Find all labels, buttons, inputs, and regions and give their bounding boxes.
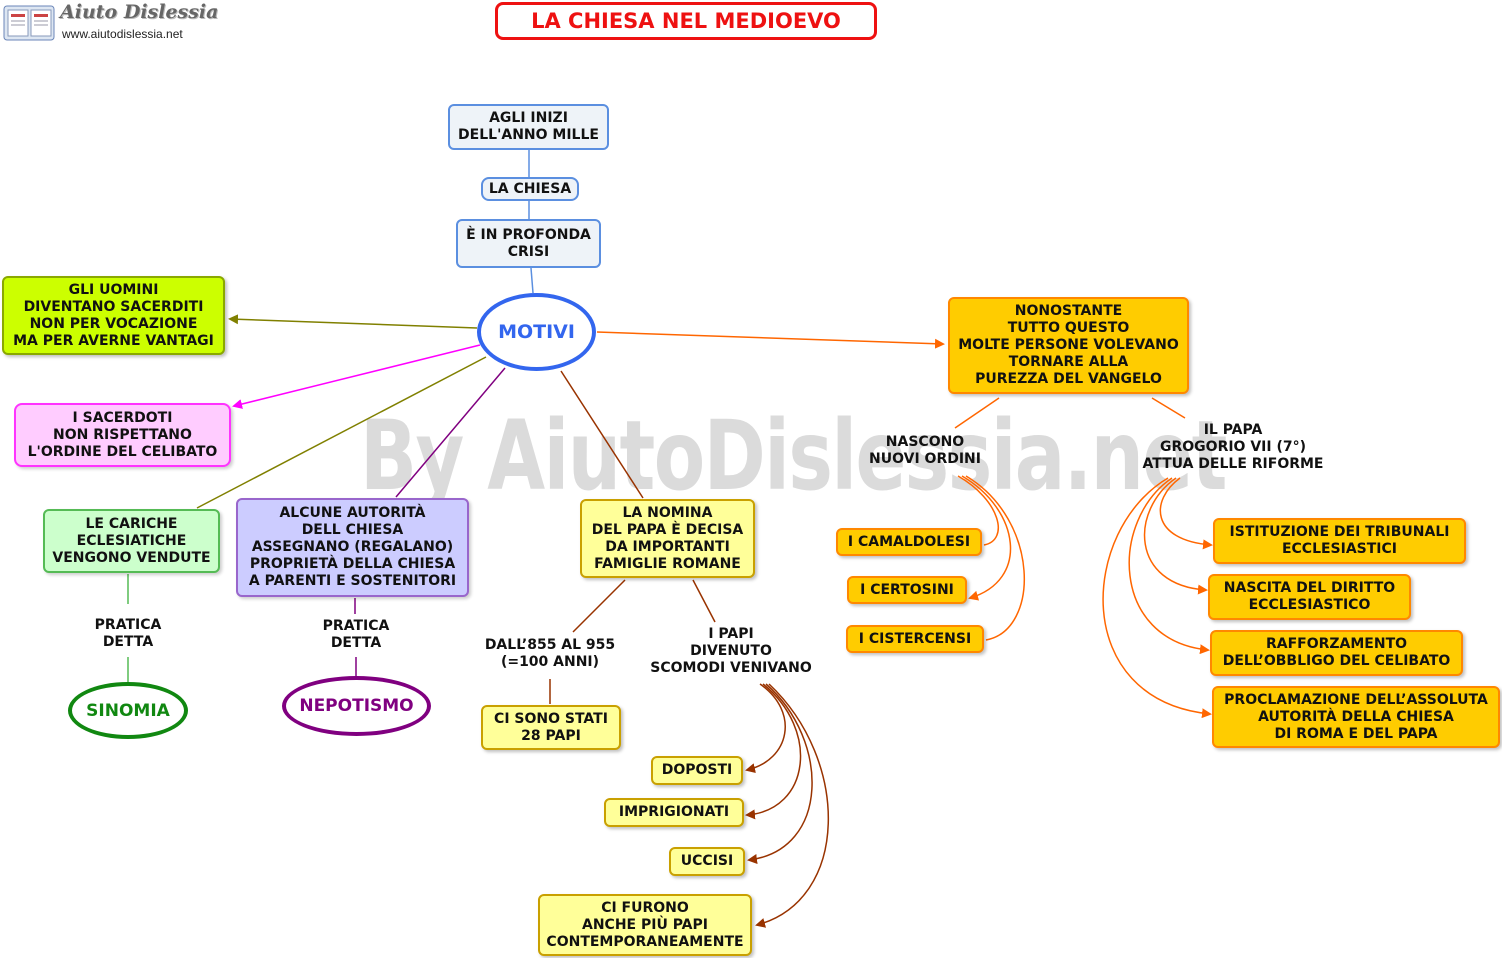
link-gregorio-diritto	[1143, 477, 1208, 595]
node-diritto: NASCITA DEL DIRITTO ECCLESIASTICO	[1208, 574, 1411, 620]
node-cistercensi: I CISTERCENSI	[846, 625, 984, 653]
link-gregorio-tribunali	[1159, 477, 1213, 550]
link-motivi-sacerditi	[228, 314, 478, 329]
link-ordini-cistercensi	[965, 475, 1025, 641]
link-scomodi-contemporanei	[755, 683, 830, 928]
link-motivi-celibato	[232, 344, 481, 409]
node-crisi: È IN PROFONDA CRISI	[456, 219, 601, 268]
node-nonostante: NONOSTANTE TUTTO QUESTO MOLTE PERSONE VO…	[948, 297, 1189, 394]
watermark: By AiutoDislessia.net	[360, 400, 1227, 512]
link-motivi-nonostante	[596, 331, 945, 349]
node-nomina: LA NOMINA DEL PAPA È DECISA DA IMPORTANT…	[580, 499, 755, 578]
link-ordini-camaldolesi	[957, 475, 1000, 546]
node-certosini: I CERTOSINI	[847, 576, 967, 604]
node-imprigionati: IMPRIGIONATI	[604, 798, 744, 827]
node-nepotismo: NEPOTISMO	[282, 676, 431, 736]
link-nomina-scomodi	[692, 579, 716, 623]
link-scomodi-imprigionati	[745, 683, 802, 820]
node-contemporanei: CI FURONO ANCHE PIÙ PAPI CONTEMPORANEAME…	[538, 894, 752, 956]
node-cariche: LE CARICHE ECLESIATICHE VENGONO VENDUTE	[43, 509, 220, 573]
label-gregorio: IL PAPA GROGORIO VII (7°) ATTUA DELLE RI…	[1142, 422, 1324, 472]
link-motivi-autorita	[395, 367, 506, 498]
node-doposti: DOPOSTI	[651, 756, 743, 785]
link-nonostante-gregorio	[1151, 397, 1186, 419]
label-pratica-sinomia: PRATICA DETTA	[94, 617, 162, 650]
link-gregorio-proclamazione	[1102, 477, 1212, 719]
node-uccisi: UCCISI	[669, 847, 745, 876]
node-obbligo: RAFFORZAMENTO DELL’OBBLIGO DEL CELIBATO	[1210, 630, 1463, 676]
link-gregorio-obbligo	[1128, 477, 1210, 655]
node-sacerditi: GLI UOMINI DIVENTANO SACERDITI NON PER V…	[2, 276, 225, 355]
link-nonostante-ordini	[954, 397, 1000, 429]
link-motivi-nomina	[560, 370, 644, 499]
label-pratica-nepotismo: PRATICA DETTA	[322, 618, 390, 651]
label-dall855: DALL’855 AL 955 (=100 ANNI)	[484, 637, 616, 670]
logo-url: www.aiutodislessia.net	[62, 27, 183, 41]
node-camaldolesi: I CAMALDOLESI	[836, 528, 982, 556]
book-icon	[3, 5, 55, 41]
link-scomodi-doposti	[745, 683, 786, 774]
page-title: LA CHIESA NEL MEDIOEVO	[495, 2, 877, 40]
node-proclamazione: PROCLAMAZIONE DELL’ASSOLUTA AUTORITÀ DEL…	[1212, 686, 1500, 748]
node-papi28: CI SONO STATI 28 PAPI	[481, 705, 621, 750]
node-tribunali: ISTITUZIONE DEI TRIBUNALI ECCLESIASTICI	[1213, 518, 1466, 564]
node-inizi: AGLI INIZI DELL'ANNO MILLE	[448, 104, 609, 150]
link-ordini-certosini	[961, 475, 1012, 601]
link-crisi-motivi	[530, 267, 534, 294]
node-sinomia: SINOMIA	[68, 682, 188, 739]
node-motivi: MOTIVI	[477, 293, 596, 371]
link-scomodi-uccisi	[747, 683, 813, 864]
label-scomodi: I PAPI DIVENUTO SCOMODI VENIVANO	[650, 626, 812, 676]
logo: Aiuto Dislessia www.aiutodislessia.net	[2, 1, 218, 48]
node-autorita: ALCUNE AUTORITÀ DELL CHIESA ASSEGNANO (R…	[236, 498, 469, 597]
label-ordini: NASCONO NUOVI ORDINI	[869, 434, 981, 467]
logo-name: Aiuto Dislessia	[60, 1, 219, 23]
node-celibato: I SACERDOTI NON RISPETTANO L'ORDINE DEL …	[14, 403, 231, 467]
node-chiesa: LA CHIESA	[481, 177, 579, 201]
link-nomina-dall855	[572, 579, 626, 633]
link-motivi-cariche	[196, 356, 487, 509]
